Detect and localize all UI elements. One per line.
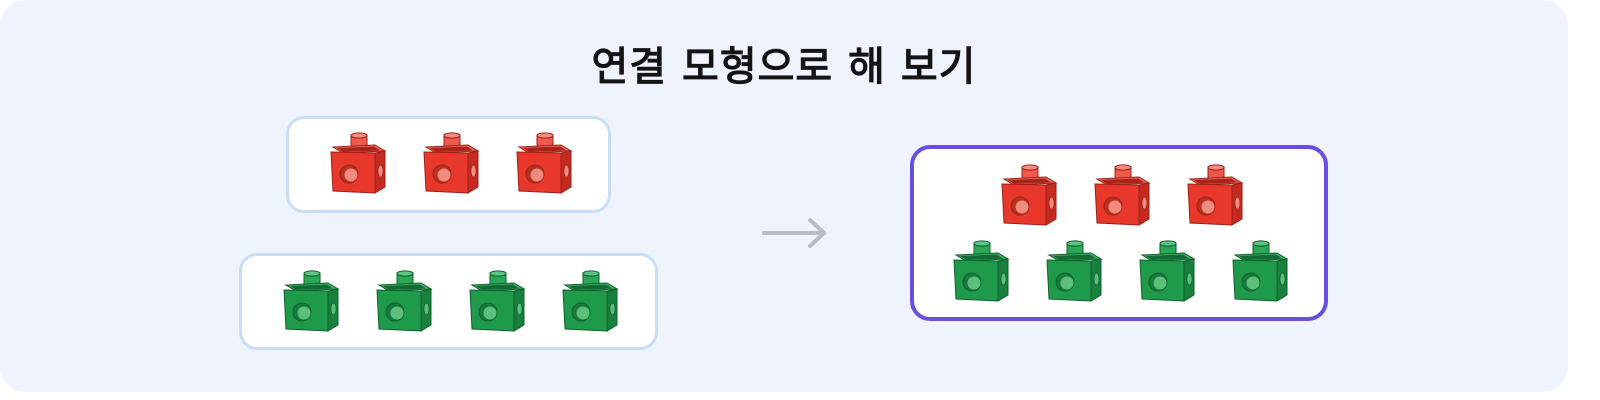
red-cube — [1184, 163, 1246, 231]
right-arrow-icon — [760, 216, 830, 250]
red-cube — [513, 131, 575, 199]
red-cube-group — [286, 116, 611, 213]
green-cube — [1043, 239, 1105, 307]
combined-cube-group — [910, 145, 1328, 321]
green-cube — [1229, 239, 1291, 307]
page-title: 연결 모형으로 해 보기 — [591, 44, 977, 90]
green-cube — [466, 269, 528, 337]
green-cube — [559, 269, 621, 337]
red-cube — [420, 131, 482, 199]
green-cube — [1136, 239, 1198, 307]
green-cube — [280, 269, 342, 337]
green-cube-group — [239, 253, 658, 350]
card: 연결 모형으로 해 보기 — [0, 0, 1568, 392]
red-cube — [327, 131, 389, 199]
red-cube — [1091, 163, 1153, 231]
green-cube — [373, 269, 435, 337]
red-cube — [998, 163, 1060, 231]
green-cube — [950, 239, 1012, 307]
